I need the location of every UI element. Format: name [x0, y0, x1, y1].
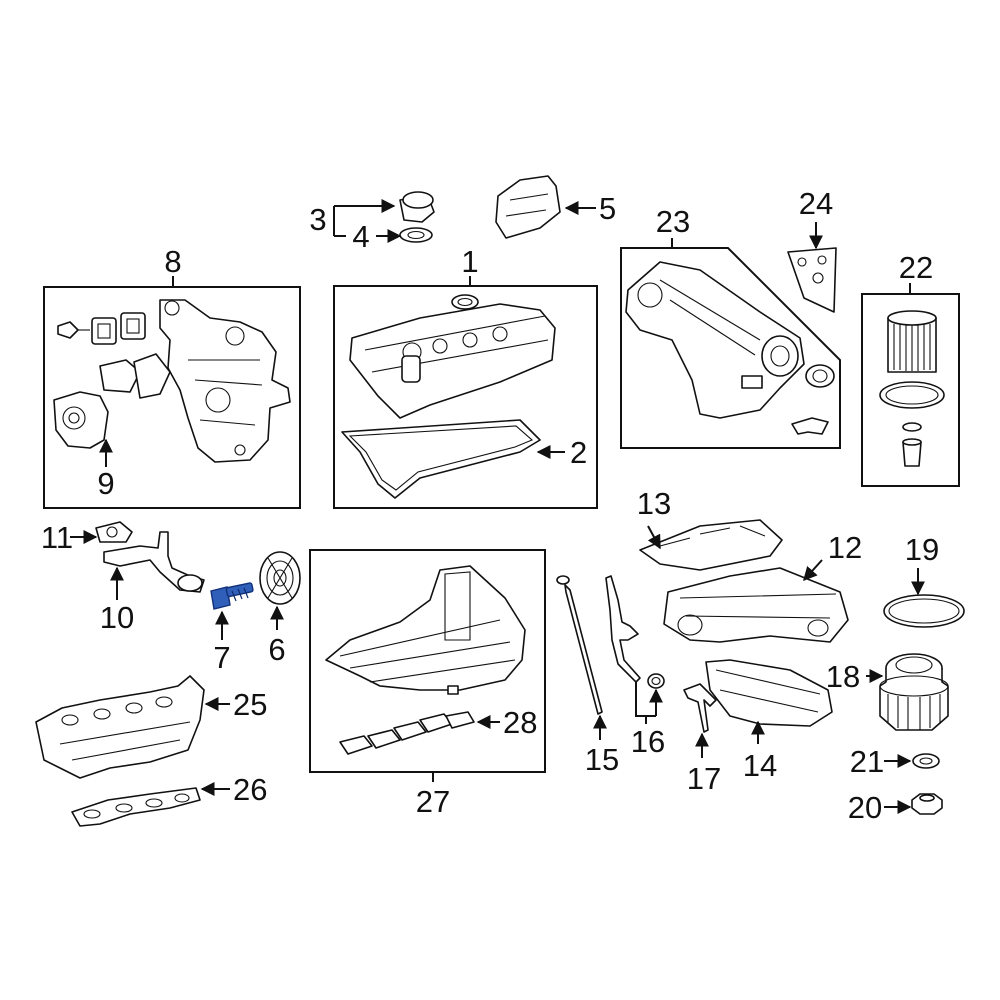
oil-pan-upper[interactable] — [663, 567, 849, 643]
oil-strainer-gasket[interactable] — [95, 521, 133, 543]
callout-24: 24 — [799, 186, 833, 221]
callout-14: 14 — [743, 748, 777, 783]
oil-filter-cap-o-ring[interactable] — [883, 594, 965, 628]
crankshaft-pulley[interactable] — [259, 551, 301, 605]
intake-manifold-gaskets[interactable] — [339, 711, 475, 755]
callout-3: 3 — [309, 202, 326, 237]
callout-labels: 8 9 1 2 3 4 5 23 24 22 11 10 7 6 25 26 2… — [41, 186, 939, 825]
engine-cover-insulator[interactable] — [495, 175, 561, 239]
callout-10: 10 — [100, 600, 134, 635]
drain-plug[interactable] — [911, 793, 943, 815]
callout-18: 18 — [826, 659, 860, 694]
oil-level-dipstick[interactable] — [556, 575, 603, 715]
dipstick-guide[interactable] — [605, 575, 665, 689]
drain-plug-gasket[interactable] — [912, 753, 940, 769]
valve-cover[interactable] — [349, 294, 556, 419]
valve-cover-gasket[interactable] — [341, 419, 541, 499]
callout-23: 23 — [656, 204, 690, 239]
oil-filter-element[interactable] — [879, 310, 945, 467]
callout-15: 15 — [585, 742, 619, 777]
callout-20: 20 — [848, 790, 882, 825]
callout-19: 19 — [905, 532, 939, 567]
callout-22: 22 — [899, 250, 933, 285]
callout-2: 2 — [570, 435, 587, 470]
timing-cover-set[interactable] — [53, 299, 291, 463]
callout-1: 1 — [461, 244, 478, 279]
leader-lines — [70, 199, 925, 814]
bolt-highlighted[interactable] — [210, 582, 254, 610]
oil-filler-cap-gasket[interactable] — [399, 227, 433, 243]
oil-filter-housing-gasket[interactable] — [787, 247, 837, 313]
callout-17: 17 — [687, 761, 721, 796]
callout-16: 16 — [631, 724, 665, 759]
dipstick-bracket[interactable] — [683, 683, 717, 733]
callout-13: 13 — [637, 486, 671, 521]
oil-filler-cap[interactable] — [399, 191, 435, 223]
callout-5: 5 — [599, 191, 616, 226]
oil-filter-cap[interactable] — [879, 653, 949, 731]
group-box-27 — [309, 549, 546, 773]
callout-28: 28 — [503, 705, 537, 740]
callout-11: 11 — [41, 520, 73, 555]
callout-25: 25 — [233, 687, 267, 722]
exhaust-manifold[interactable] — [35, 675, 205, 779]
callout-27: 27 — [416, 784, 450, 819]
callout-6: 6 — [268, 632, 285, 667]
callout-12: 12 — [828, 530, 862, 565]
oil-filter-housing[interactable] — [625, 261, 835, 435]
callout-8: 8 — [164, 244, 181, 279]
oil-pan-baffle[interactable] — [639, 519, 783, 571]
group-box-23 — [620, 247, 841, 449]
callout-4: 4 — [352, 219, 369, 254]
callout-26: 26 — [233, 772, 267, 807]
oil-pan-lower[interactable] — [705, 659, 833, 727]
exhaust-manifold-gasket[interactable] — [71, 787, 201, 827]
intake-manifold[interactable] — [325, 565, 526, 695]
oil-strainer[interactable] — [103, 531, 205, 593]
callout-21: 21 — [850, 744, 884, 779]
callout-9: 9 — [97, 466, 114, 501]
group-box-1 — [333, 285, 598, 509]
callout-7: 7 — [213, 640, 230, 675]
